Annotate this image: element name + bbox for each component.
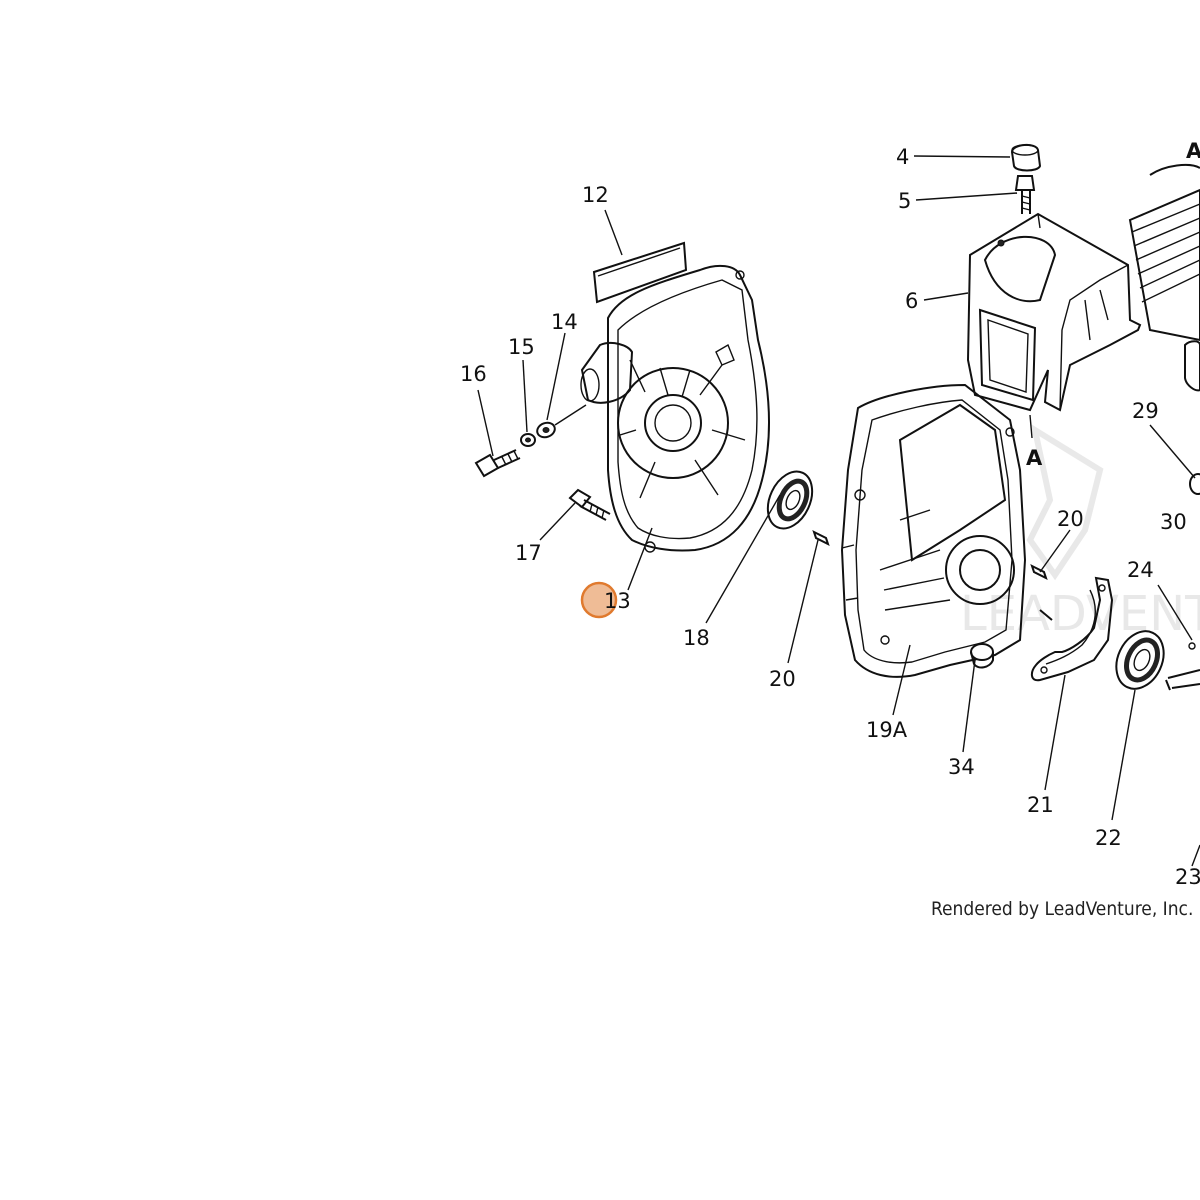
watermark: LEADVENTURE — [960, 423, 1200, 642]
label-23[interactable]: 23 — [1175, 865, 1200, 889]
part-18-bearing[interactable] — [759, 464, 821, 535]
credit-text: Rendered by LeadVenture, Inc. — [931, 898, 1193, 920]
label-24[interactable]: 24 — [1127, 558, 1154, 582]
section-mark-a-top: A — [1186, 139, 1200, 163]
selected-part-13[interactable]: 13 — [580, 581, 631, 619]
part-4-cap[interactable] — [1010, 144, 1042, 172]
part-14-washer[interactable] — [535, 404, 587, 440]
part-29-clip[interactable] — [1189, 473, 1200, 495]
label-5[interactable]: 5 — [898, 189, 911, 213]
part-19a-crankcase[interactable] — [840, 383, 1027, 678]
part-5-screw[interactable] — [1014, 175, 1036, 214]
label-13[interactable]: 13 — [604, 589, 631, 613]
section-mark-a-cover: A — [1026, 446, 1043, 470]
label-12[interactable]: 12 — [582, 183, 609, 207]
label-20-upper[interactable]: 20 — [1057, 507, 1084, 531]
label-16[interactable]: 16 — [460, 362, 487, 386]
label-22[interactable]: 22 — [1095, 826, 1122, 850]
highlight-marker[interactable] — [580, 581, 618, 619]
part-20-dowel-pin-right[interactable] — [1030, 564, 1048, 580]
part-12-decal[interactable] — [592, 241, 688, 304]
leader-lines — [477, 155, 1200, 867]
crankshaft-end — [1165, 642, 1200, 691]
part-20-dowel-pin-left[interactable] — [812, 530, 830, 546]
label-15[interactable]: 15 — [508, 335, 535, 359]
part-16-bolt[interactable] — [474, 449, 521, 478]
label-17[interactable]: 17 — [515, 541, 542, 565]
part-labels: 4 5 6 12 14 15 16 17 18 20 19A 34 21 22 … — [460, 139, 1200, 889]
cylinder-block — [1128, 163, 1200, 392]
part-21-gasket[interactable] — [1030, 576, 1114, 682]
part-15-lock-washer[interactable] — [520, 433, 536, 447]
label-18[interactable]: 18 — [683, 626, 710, 650]
part-22-bearing[interactable] — [1107, 624, 1172, 697]
part-13-fan-housing[interactable] — [580, 264, 771, 553]
label-19a[interactable]: 19A — [866, 718, 908, 742]
label-4[interactable]: 4 — [896, 145, 909, 169]
label-21[interactable]: 21 — [1027, 793, 1054, 817]
label-34[interactable]: 34 — [948, 755, 975, 779]
label-14[interactable]: 14 — [551, 310, 578, 334]
label-6[interactable]: 6 — [905, 289, 918, 313]
part-17-screw[interactable] — [568, 488, 611, 521]
label-30[interactable]: 30 — [1160, 510, 1187, 534]
part-6-cylinder-cover[interactable] — [966, 212, 1142, 412]
label-20-lower[interactable]: 20 — [769, 667, 796, 691]
label-29[interactable]: 29 — [1132, 399, 1159, 423]
